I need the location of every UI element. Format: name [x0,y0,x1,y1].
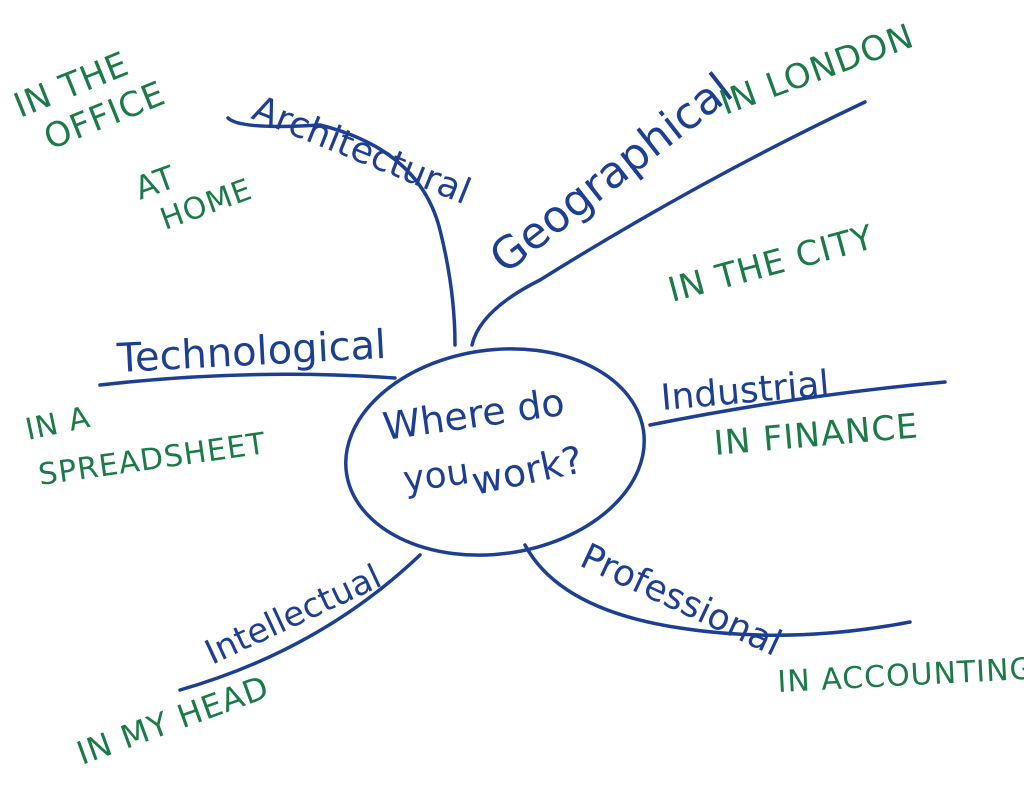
branch-label-professional: Professional [574,536,787,665]
center-ellipse [344,347,646,557]
center-text-line1: Where do [380,380,567,449]
note-in-accounting: IN ACCOUNTING [777,652,1024,700]
branch-line-professional [523,543,912,637]
branch-label-industrial: Industrial [659,363,831,419]
center-text-line2: you [401,451,472,501]
note-in-a: IN A [22,400,93,448]
branch-line-geographical [470,100,867,347]
note-in-london: IN LONDON [714,16,919,123]
branch-line-technological [98,372,397,387]
branch-label-geographical: Geographical [480,63,742,283]
branch-line-industrial [648,380,947,427]
branch-label-intellectual: Intellectual [199,557,388,673]
note-in-my-head: IN MY HEAD [72,668,275,773]
branch-line-architectural [226,116,457,347]
note-in-finance: IN FINANCE [712,406,920,464]
branch-line-intellectual [178,553,422,692]
branch-label-technological: Technological [115,322,387,382]
branch-label-architectural: Architectural [247,88,477,213]
center-text-line3: work? [468,437,587,503]
note-in-the-city: IN THE CITY [664,217,878,310]
